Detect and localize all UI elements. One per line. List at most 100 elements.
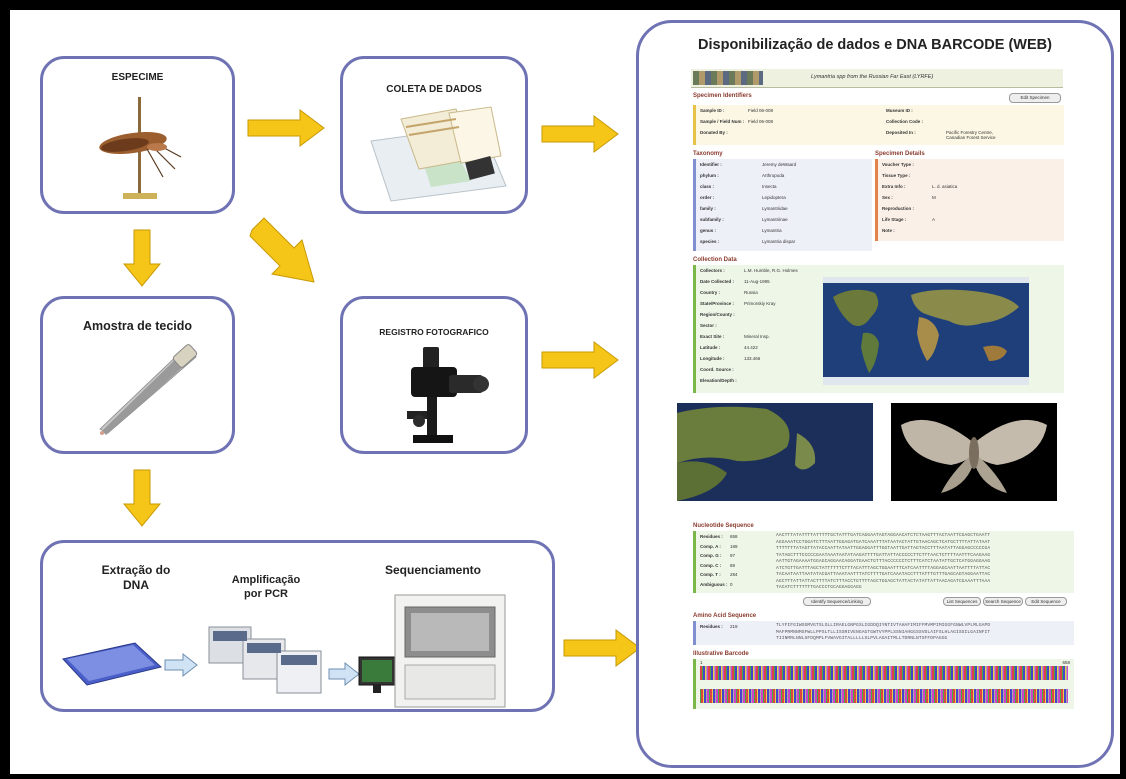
collection-row-value: Russia xyxy=(744,290,758,295)
monitor-icon xyxy=(358,656,396,693)
collection-row-label: Coord. Source : xyxy=(700,367,734,372)
collection-row-label: Collectors : xyxy=(700,268,725,273)
details-row-label: Sex : xyxy=(882,195,893,200)
specimen-identifiers-title: Specimen Identifiers xyxy=(693,93,752,99)
forceps-illustration xyxy=(99,344,198,435)
nucleotide-row-label: Residues : xyxy=(700,534,723,539)
arrow-coleta-to-web xyxy=(541,115,619,153)
specimen-id-row-value: Field 06-008 xyxy=(748,108,774,113)
amplificacao-title: Amplificação por PCR xyxy=(211,573,321,601)
taxonomy-row-value: Lymantria xyxy=(762,228,782,233)
nucleotide-action-button[interactable]: Identify Sequence/Linking xyxy=(803,597,871,606)
amino-residues-label: Residues : xyxy=(700,624,723,629)
nucleotide-sequence-line: AGCTTTATTATTACTTTTATCTTTACCTGTTTTAGCTGGA… xyxy=(776,578,991,584)
nucleotide-row-value: 658 xyxy=(730,534,738,539)
arrow-especime-to-registro xyxy=(249,217,315,283)
taxonomy-row-label: phylum : xyxy=(700,173,719,178)
nucleotide-row-value: 189 xyxy=(730,543,738,549)
collection-row-value: Mineral Insp. xyxy=(744,334,770,339)
figure-canvas: ESPECIME COLETA DE DADOS Amostra de teci… xyxy=(10,10,1120,774)
nucleotide-row-label: Comp. G : xyxy=(700,553,722,558)
barcode-label-left: 1 xyxy=(700,660,703,665)
specimen-id-row-value: Field 06-008 xyxy=(748,119,774,124)
collection-row-label: Exact Site : xyxy=(700,334,725,339)
nucleotide-row-label: Comp. C : xyxy=(700,562,722,568)
nucleotide-row-value: 0 xyxy=(730,581,733,587)
nucleotide-row-value: 88 xyxy=(730,562,736,568)
amino-sequence-line: TLYFIFGIWSGMVGTSLSLLIRAELGNPGSLIGDDQIYNT… xyxy=(776,623,991,628)
amino-title: Amino Acid Sequence xyxy=(693,613,757,619)
nucleotide-action-button[interactable]: Search Sequence xyxy=(983,597,1023,606)
nucleotide-action-button[interactable]: List Sequences xyxy=(943,597,981,606)
satellite-photo xyxy=(677,403,873,501)
nucleotide-action-button[interactable]: Edit Sequence xyxy=(1025,597,1067,606)
collection-row-label: Country : xyxy=(700,290,720,295)
specimen-id-right-row-label: Deposited In : xyxy=(886,130,916,135)
moth-photo xyxy=(891,403,1057,501)
web-panel-title: Disponibilização de dados e DNA BARCODE … xyxy=(698,37,1052,53)
collection-row-label: Longitude : xyxy=(700,356,725,361)
lab-process-box: Extração do DNA Amplificação por PCR Seq… xyxy=(40,540,555,712)
nucleotide-sequence-line: TACAATAATTAATATACGATTAAATAATTTATCTTTTGAT… xyxy=(776,572,991,577)
barcode-strip-2 xyxy=(700,689,1068,703)
details-row-label: Life Stage : xyxy=(882,217,907,222)
amplificacao-label: Amplificação por PCR xyxy=(231,574,301,600)
nucleotide-row-label: Ambiguous : xyxy=(700,581,728,587)
sequencer-icon xyxy=(394,594,506,708)
specimen-id-right-row-label: Museum ID : xyxy=(886,108,913,113)
amostra-box: Amostra de tecido xyxy=(40,296,235,454)
field-notebook-illustration xyxy=(370,106,507,202)
collection-row-value: 133.466 xyxy=(744,356,761,361)
specimen-id-row-label: Sample ID : xyxy=(700,108,725,113)
especime-title: ESPECIME xyxy=(111,72,164,83)
collection-row-label: Latitude : xyxy=(700,345,721,350)
amino-residues-value: 219 xyxy=(730,624,738,629)
nucleotide-sequence-line: TACATCTTTTTTTGACCCTGCAGGAGGAGG xyxy=(776,585,862,590)
arrow-lab-to-web xyxy=(563,629,641,667)
details-row-value: A xyxy=(932,217,936,222)
barcode-label-right: 658 xyxy=(1062,660,1070,665)
barcode-panel: 1 658 xyxy=(693,659,1074,709)
registro-title: REGISTRO FOTOGRAFICO xyxy=(379,327,489,337)
nucleotide-sequence-line: AACTTTATATTTTATTTTTGCTATTTGATCAGGAATAGTA… xyxy=(776,533,991,538)
barcode-strip-1 xyxy=(700,666,1068,680)
arrow-registro-to-web xyxy=(541,341,619,379)
details-row-label: Voucher Type : xyxy=(882,162,914,167)
edit-specimen-button[interactable]: Edit Specimen xyxy=(1009,93,1061,103)
coleta-title: COLETA DE DADOS xyxy=(386,84,482,95)
nucleotide-row-value: 97 xyxy=(730,553,736,558)
pcr-machines-icon xyxy=(208,626,322,694)
collection-row-value: 44.422 xyxy=(744,345,758,350)
taxonomy-row-value: Lepidoptera xyxy=(762,195,786,200)
header-caption: Lymantria spp from the Russian Far East … xyxy=(811,74,934,80)
details-row-label: Extra Info : xyxy=(882,184,906,189)
taxonomy-row-label: class : xyxy=(700,184,715,189)
microplate-icon xyxy=(62,642,163,686)
nucleotide-sequence-line: AATTGTAGAAAATGGAGCAGGAACAGGATGAACTGTTTAC… xyxy=(776,559,991,564)
registro-box: REGISTRO FOTOGRAFICO xyxy=(340,296,528,454)
pinned-specimen-illustration xyxy=(99,97,182,199)
specimen-id-row-label: Donated By : xyxy=(700,130,728,135)
nucleotide-title: Nucleotide Sequence xyxy=(693,523,754,529)
arrow-amostra-to-lab xyxy=(122,469,162,527)
taxonomy-row-value: Lymantriinae xyxy=(762,217,788,222)
specimen-id-right-row-label: Collection Code : xyxy=(886,119,923,124)
collection-row-label: Sector : xyxy=(700,323,717,328)
taxonomy-row-value: Lymantriidae xyxy=(762,206,788,211)
world-map-image xyxy=(823,277,1029,385)
details-row-label: Note : xyxy=(882,228,895,233)
taxonomy-row-label: order : xyxy=(700,195,715,200)
especime-box: ESPECIME xyxy=(40,56,235,214)
nucleotide-sequence-line: AGGAAATCCTGGATCTTTAATTGGAGATGATCAAATTTAT… xyxy=(776,539,991,545)
taxonomy-row-value: Insecta xyxy=(762,184,777,189)
coleta-box: COLETA DE DADOS xyxy=(340,56,528,214)
extracao-title: Extração do DNA xyxy=(81,563,191,593)
camera-rig-illustration xyxy=(407,347,489,443)
taxonomy-title: Taxonomy xyxy=(693,151,723,157)
collection-row-value: Primorskiy Kray xyxy=(744,301,776,306)
details-row-label: Reproduction : xyxy=(882,206,914,211)
extracao-label: Extração do DNA xyxy=(101,563,171,592)
taxonomy-row-value: Jeremy deWaard xyxy=(762,162,797,167)
